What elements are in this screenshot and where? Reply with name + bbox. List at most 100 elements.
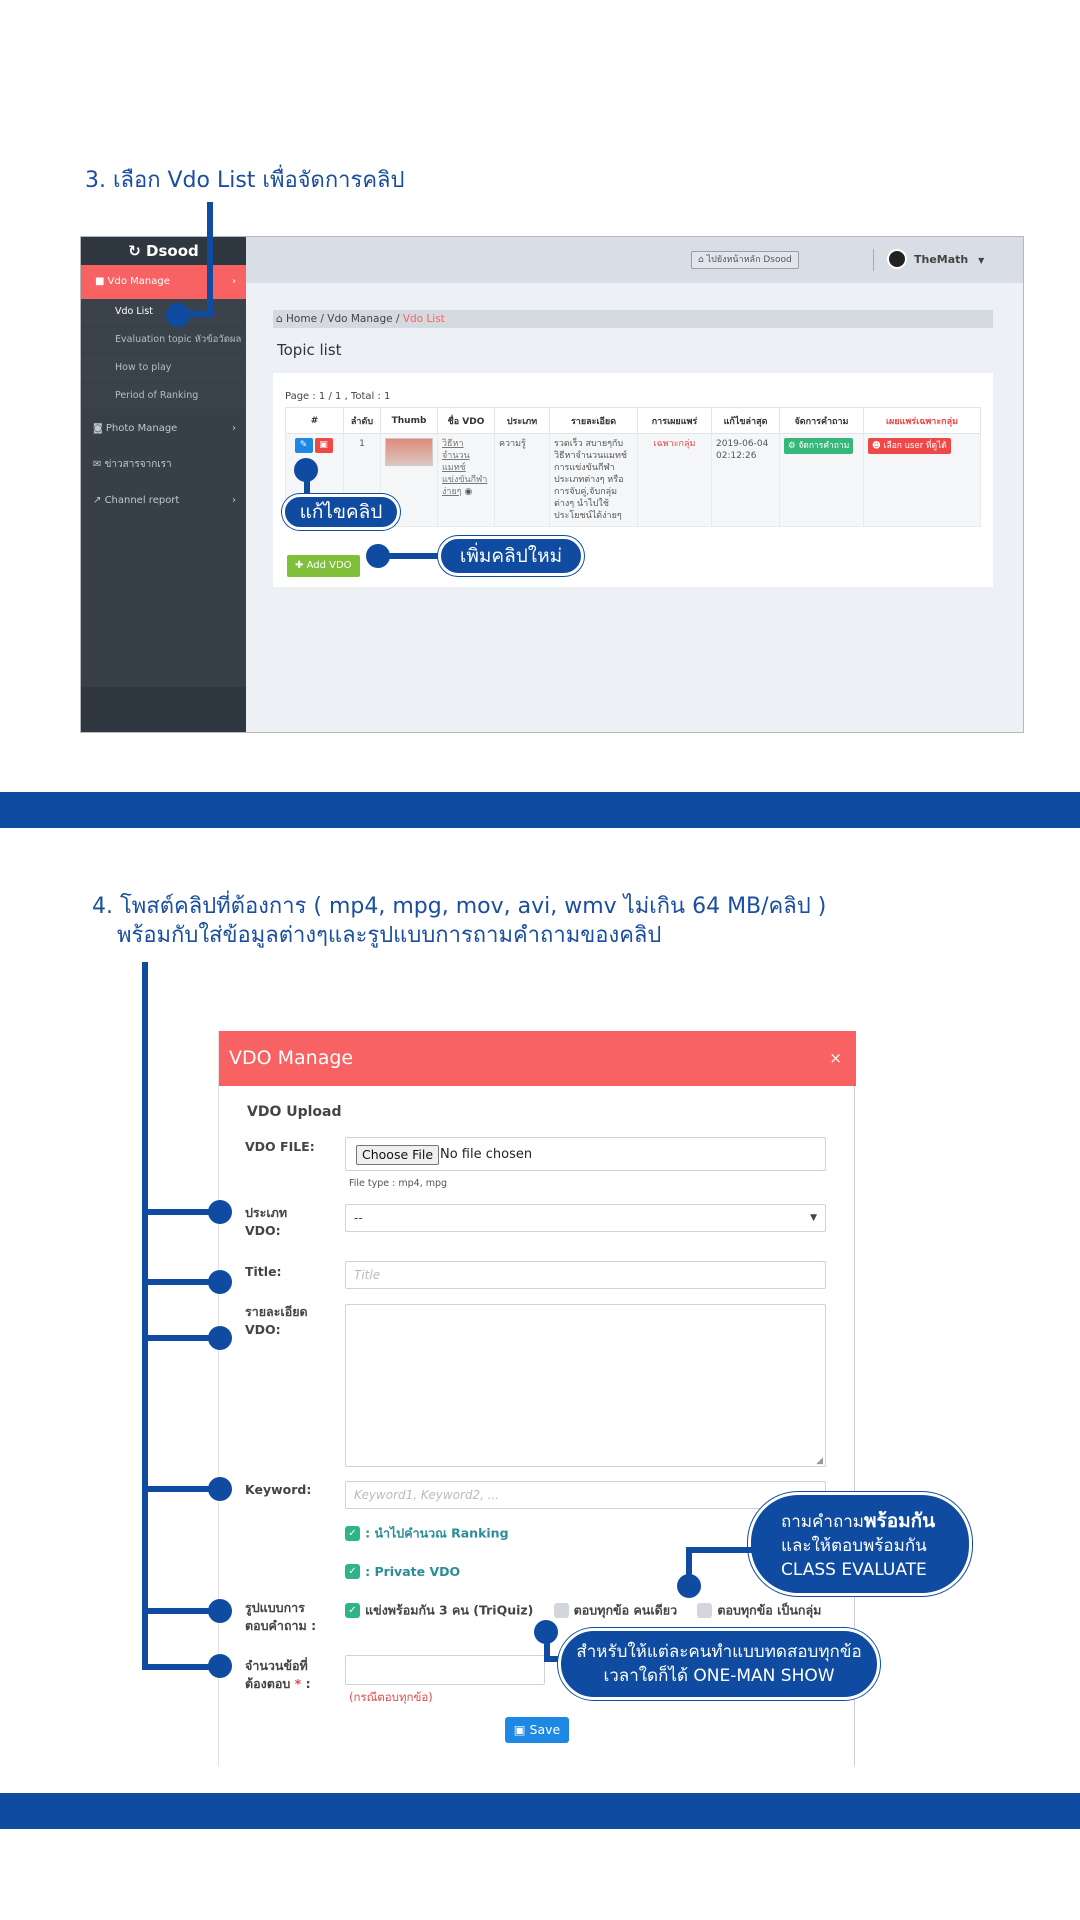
select-users-button[interactable]: ☻ เลือก user ที่ดูได้ bbox=[868, 438, 951, 454]
title-input[interactable]: Title bbox=[345, 1261, 826, 1289]
delete-button[interactable]: ▣ bbox=[314, 438, 333, 453]
home-icon: ⌂ bbox=[698, 255, 707, 265]
step3-title: 3. เลือก Vdo List เพื่อจัดการคลิป bbox=[85, 168, 405, 193]
detail-textarea[interactable]: ◢ bbox=[345, 1304, 826, 1467]
keyword-input[interactable]: Keyword1, Keyword2, ... bbox=[345, 1481, 826, 1509]
page-title: Topic list bbox=[277, 341, 342, 359]
breadcrumb-home[interactable]: Home bbox=[286, 313, 318, 325]
sidebar-subitem-vdo-list[interactable]: Vdo List bbox=[81, 299, 246, 325]
check-icon[interactable]: ✓ bbox=[345, 1526, 360, 1541]
count-input[interactable] bbox=[345, 1655, 545, 1685]
table-row: ✎▣ 1 วิธีหาจำนวนแมทช์แข่งขันกีฬาง่ายๆ ◉ … bbox=[285, 433, 981, 527]
callout-connector bbox=[544, 1632, 550, 1662]
callout-edit-clip: แก้ไขคลิป bbox=[282, 494, 400, 530]
col-hash: # bbox=[285, 407, 344, 434]
chevron-right-icon: › bbox=[232, 276, 236, 287]
mode-group[interactable]: ตอบทุกข้อ เป็นกลุ่ม bbox=[717, 1602, 822, 1618]
callout-arm bbox=[142, 1335, 212, 1341]
file-hint: File type : mp4, mpg bbox=[349, 1178, 448, 1189]
envelope-icon: ✉ bbox=[93, 459, 105, 470]
callout-arm bbox=[142, 1608, 212, 1614]
checkbox-icon[interactable] bbox=[697, 1603, 713, 1618]
step4-title-line2: พร้อมกับใส่ข้อมูลต่างๆและรูปแบบการถามคำถ… bbox=[117, 923, 662, 948]
row-name-link[interactable]: วิธีหาจำนวนแมทช์แข่งขันกีฬาง่ายๆ bbox=[442, 439, 488, 497]
callout-dot bbox=[208, 1326, 232, 1350]
divider bbox=[873, 249, 874, 271]
user-menu[interactable]: TheMath ▼ bbox=[914, 253, 985, 266]
home-icon: ⌂ bbox=[276, 313, 287, 325]
check-icon[interactable]: ✓ bbox=[345, 1603, 360, 1618]
sidebar-subitem-how-to-play[interactable]: How to play bbox=[81, 355, 246, 381]
dsood-logo: ↻ Dsood bbox=[81, 237, 246, 265]
col-order: ลำดับ bbox=[343, 407, 381, 434]
check-icon[interactable]: ✓ bbox=[345, 1564, 360, 1579]
ranking-checkbox-row[interactable]: ✓ : นำไปคำนวณ Ranking bbox=[345, 1523, 509, 1544]
col-group: เผยแพร่เฉพาะกลุ่ม bbox=[863, 407, 981, 434]
add-vdo-button[interactable]: ✚ Add VDO bbox=[287, 555, 360, 577]
choose-file-button[interactable]: Choose File bbox=[356, 1145, 440, 1165]
mode-single[interactable]: ตอบทุกข้อ คนเดียว bbox=[573, 1602, 678, 1618]
callout-bracket bbox=[142, 962, 148, 1670]
users-icon: ☻ bbox=[872, 441, 884, 451]
table-header-row: # ลำดับ Thumb ชื่อ VDO ประเภท รายละเอียด… bbox=[285, 407, 981, 434]
mode-triquiz[interactable]: แข่งพร้อมกัน 3 คน (TriQuiz) bbox=[365, 1602, 534, 1618]
col-publish: การเผยแพร่ bbox=[637, 407, 712, 434]
resize-handle-icon[interactable]: ◢ bbox=[816, 1456, 823, 1466]
close-icon[interactable]: × bbox=[829, 1049, 842, 1067]
row-updated: 2019-06-04 02:12:26 bbox=[711, 433, 780, 527]
breadcrumb: ⌂ Home / Vdo Manage / Vdo List bbox=[273, 310, 993, 328]
col-manage: จัดการคำถาม bbox=[779, 407, 864, 434]
private-checkbox-row[interactable]: ✓ : Private VDO bbox=[345, 1561, 460, 1580]
topic-list-panel: Page : 1 / 1 , Total : 1 # ลำดับ Thumb ช… bbox=[273, 373, 993, 587]
manage-questions-button[interactable]: ⚙ จัดการคำถาม bbox=[784, 438, 854, 454]
topic-table: # ลำดับ Thumb ชื่อ VDO ประเภท รายละเอียด… bbox=[285, 407, 981, 527]
sidebar-subitem-evaluation[interactable]: Evaluation topic หัวข้อวัดผล bbox=[81, 327, 246, 353]
sidebar-subitem-period-ranking[interactable]: Period of Ranking bbox=[81, 383, 246, 409]
breadcrumb-section[interactable]: Vdo Manage bbox=[327, 313, 393, 325]
chevron-right-icon: › bbox=[232, 495, 236, 506]
row-manage-cell: ⚙ จัดการคำถาม bbox=[779, 433, 864, 527]
col-thumb: Thumb bbox=[380, 407, 438, 434]
title-label: Title: bbox=[245, 1264, 282, 1279]
chevron-right-icon: › bbox=[232, 423, 236, 434]
save-button[interactable]: ▣ Save bbox=[505, 1717, 569, 1743]
col-updated: แก้ไขล่าสุด bbox=[711, 407, 780, 434]
eye-icon: ◉ bbox=[464, 487, 473, 497]
home-button[interactable]: ⌂ ไปยังหน้าหลัก Dsood bbox=[691, 251, 799, 269]
callout-dot bbox=[208, 1599, 232, 1623]
callout-connector bbox=[544, 1656, 564, 1662]
file-label: VDO FILE: bbox=[245, 1139, 315, 1154]
sidebar-item-vdo-manage[interactable]: ■ Vdo Manage › bbox=[81, 265, 246, 299]
type-select[interactable]: --▼ bbox=[345, 1204, 826, 1232]
mode-label: รูปแบบการตอบคำถาม : bbox=[245, 1600, 317, 1633]
row-publish: เฉพาะกลุ่ม bbox=[637, 433, 712, 527]
callout-add-clip: เพิ่มคลิปใหม่ bbox=[438, 536, 584, 576]
video-icon: ■ bbox=[95, 276, 108, 287]
row-name-cell: วิธีหาจำนวนแมทช์แข่งขันกีฬาง่ายๆ ◉ bbox=[437, 433, 495, 527]
edit-button[interactable]: ✎ bbox=[294, 438, 313, 453]
callout-arm bbox=[142, 1486, 212, 1492]
save-icon: ▣ bbox=[513, 1722, 530, 1737]
callout-dot bbox=[677, 1574, 701, 1598]
thumbnail-image[interactable] bbox=[385, 438, 433, 466]
chart-icon: ↗ bbox=[93, 495, 105, 506]
sidebar-item-channel-report[interactable]: ↗ Channel report› bbox=[81, 483, 246, 519]
row-detail: รวดเร็ว สบายๆกับวิธีหาจำนวนแมทช์การแข่งข… bbox=[549, 433, 638, 527]
checkbox-icon[interactable] bbox=[553, 1603, 569, 1618]
sidebar-item-photo-manage[interactable]: ◙ Photo Manage› bbox=[81, 411, 246, 447]
divider-band bbox=[0, 792, 1080, 828]
modal-title: VDO Manage bbox=[219, 1031, 856, 1086]
count-label: จำนวนข้อที่ต้องตอบ * : bbox=[245, 1658, 311, 1691]
col-detail: รายละเอียด bbox=[549, 407, 638, 434]
step4-title-line1: 4. โพสต์คลิปที่ต้องการ ( mp4, mpg, mov, … bbox=[92, 894, 827, 919]
sidebar-footer bbox=[81, 687, 246, 732]
sidebar-item-news[interactable]: ✉ ข่าวสารจากเรา bbox=[93, 459, 172, 470]
file-input[interactable]: Choose File No file chosen bbox=[345, 1137, 826, 1171]
callout-dot bbox=[208, 1200, 232, 1224]
camera-icon: ◙ bbox=[93, 423, 106, 434]
callout-one-man-show: สำหรับให้แต่ละคนทำแบบทดสอบทุกข้อเวลาใดก็… bbox=[558, 1628, 880, 1700]
breadcrumb-current: Vdo List bbox=[402, 313, 445, 325]
callout-arm bbox=[142, 1209, 212, 1215]
mode-options: ✓ แข่งพร้อมกัน 3 คน (TriQuiz) ตอบทุกข้อ … bbox=[345, 1600, 821, 1621]
